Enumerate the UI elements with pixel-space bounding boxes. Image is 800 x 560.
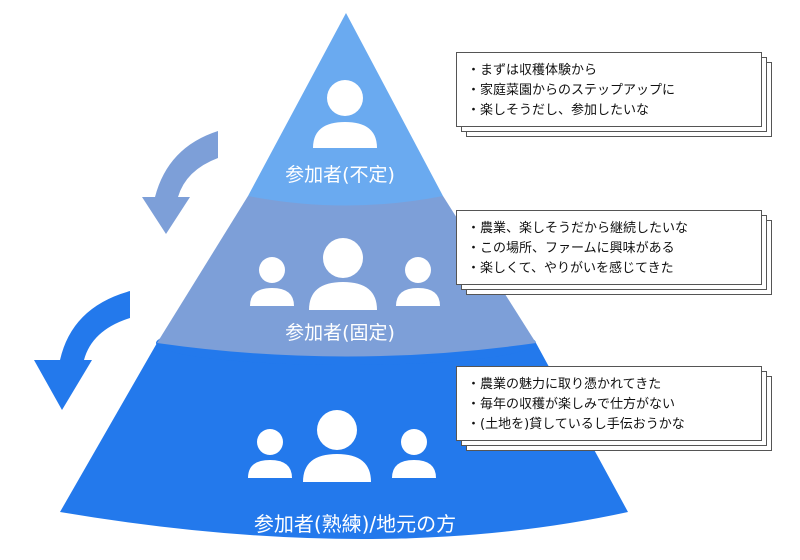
person-icon xyxy=(309,238,377,310)
person-icon xyxy=(392,429,436,478)
comment-line: ・楽しくて、やりがいを感じてきた xyxy=(467,261,674,276)
comment-line: ・この場所、ファームに興味がある xyxy=(467,241,675,256)
person-icon xyxy=(313,80,377,148)
person-icon xyxy=(303,410,371,482)
comment-line: ・まずは収穫体験から xyxy=(467,63,598,78)
cycle-arrow-upper xyxy=(142,131,218,234)
tier-top-label: 参加者(不定) xyxy=(285,164,395,186)
comment-line: ・毎年の収穫が楽しみで仕方がない xyxy=(467,397,676,412)
tier-middle-label: 参加者(固定) xyxy=(285,322,395,344)
comment-line: ・農業の魅力に取り憑かれてきた xyxy=(467,377,662,392)
person-icon xyxy=(248,429,292,478)
comment-line: ・楽しそうだし、参加したいな xyxy=(467,103,650,118)
person-icon xyxy=(396,257,440,306)
cycle-arrow-lower xyxy=(34,291,130,410)
comment-line: ・家庭菜園からのステップアップに xyxy=(467,83,676,98)
tier-bottom-label: 参加者(熟練)/地元の方 xyxy=(253,512,457,536)
person-icon xyxy=(250,257,294,306)
comment-line: ・農業、楽しそうだから継続したいな xyxy=(467,221,689,236)
comment-line: ・(土地を)貸しているし手伝おうかな xyxy=(467,417,685,432)
